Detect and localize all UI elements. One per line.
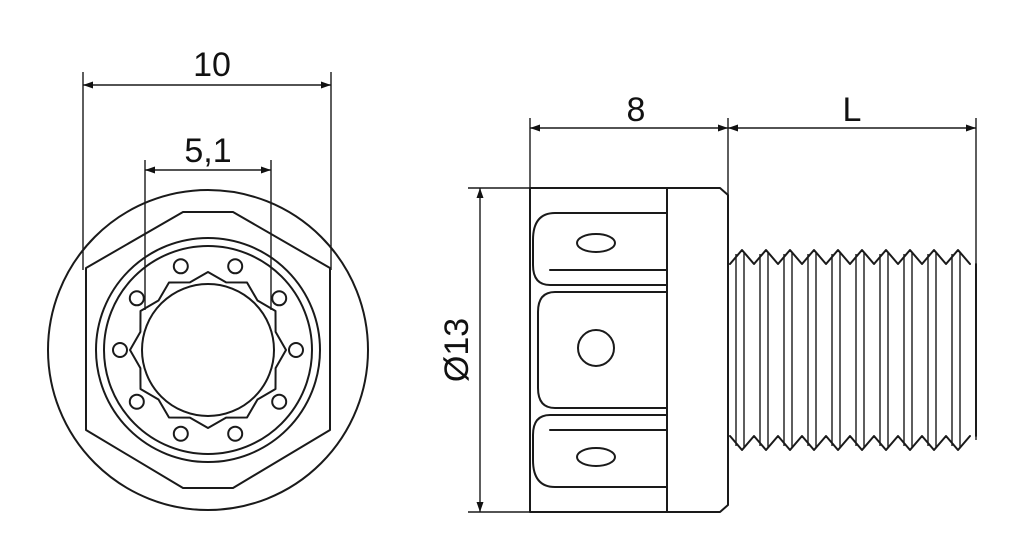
lightening-hole	[128, 290, 145, 307]
front-view	[47, 189, 369, 511]
lightening-hole	[227, 425, 244, 442]
socket-star	[129, 271, 287, 429]
head-lobe-bottom	[532, 414, 668, 488]
hex-outline	[85, 211, 331, 489]
side-view	[529, 187, 977, 513]
dim-label-thread-length: L	[843, 91, 862, 129]
flange-outer-circle	[47, 189, 369, 511]
head-outline	[529, 187, 729, 513]
washer-ring-inner	[103, 245, 313, 455]
lobe-hole-top	[576, 233, 616, 253]
thread-bottom-profile	[729, 435, 971, 451]
dim-head-diameter: Ø13	[438, 187, 530, 513]
head-lobe-top	[532, 212, 668, 286]
dim-label-head-length: 8	[627, 91, 646, 129]
lightening-hole	[271, 290, 288, 307]
dim-flange-width: 10	[82, 46, 332, 270]
socket-circle	[141, 283, 275, 417]
dim-socket-width: 5,1	[144, 132, 272, 310]
lightening-holes	[112, 258, 304, 442]
threaded-shank	[729, 249, 977, 451]
dim-thread-length: L	[728, 91, 977, 440]
lightening-hole	[288, 342, 304, 358]
dim-head-length: 8	[529, 91, 729, 195]
lobe-hole-middle	[577, 329, 615, 367]
washer-ring-outer	[95, 237, 321, 463]
lightening-hole	[172, 258, 189, 275]
dim-label-head-diameter: Ø13	[438, 318, 476, 382]
lightening-hole	[112, 342, 128, 358]
lightening-hole	[227, 258, 244, 275]
lightening-hole	[128, 393, 145, 410]
lightening-hole	[271, 393, 288, 410]
lobe-hole-bottom	[576, 447, 616, 467]
thread-top-profile	[729, 249, 971, 265]
dim-label-flange-width: 10	[193, 46, 231, 84]
dim-label-socket-width: 5,1	[184, 132, 231, 170]
head-lobe-middle	[537, 291, 668, 409]
lightening-hole	[172, 425, 189, 442]
